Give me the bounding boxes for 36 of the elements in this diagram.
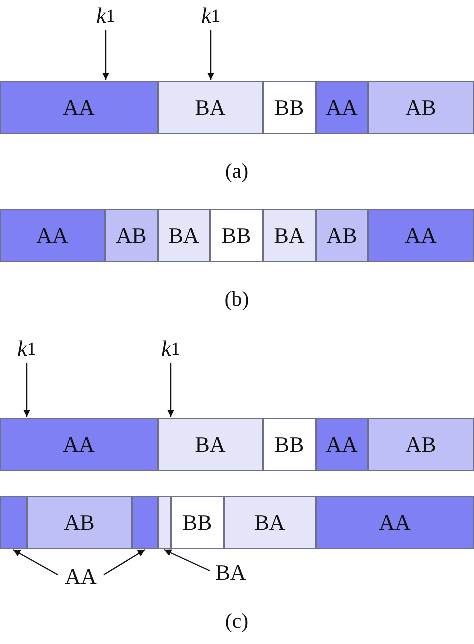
panel-caption: (b) [224, 287, 250, 312]
bar-segment [0, 496, 27, 549]
leader-arrow [13, 549, 58, 576]
panel-caption: (c) [224, 609, 250, 634]
bar-segment: BB [210, 209, 263, 262]
bar-segment: AB [316, 209, 368, 262]
leader-arrow [104, 549, 146, 576]
bar-segment: BA [224, 496, 316, 549]
bar-segment: BB [171, 496, 224, 549]
bar-segment: AA [0, 209, 105, 262]
bar-segment: BA [158, 81, 263, 134]
bar-segment: AB [368, 81, 474, 134]
bar-segment [132, 496, 158, 549]
arrow [102, 30, 110, 80]
leader-arrow [164, 549, 210, 572]
segment-label: AA [58, 562, 104, 592]
arrow [208, 30, 214, 80]
bar-segment: AA [368, 209, 474, 262]
bar-segment: AA [316, 496, 474, 549]
arrow [168, 363, 174, 417]
panel-caption: (a) [224, 159, 250, 184]
segment-label: BA [210, 558, 252, 588]
bar-segment [158, 496, 171, 549]
bar-segment: BA [158, 209, 210, 262]
bar-segment: AB [105, 209, 158, 262]
bar-segment: AA [0, 81, 158, 134]
bar-segment: AA [0, 418, 158, 471]
arrow [24, 363, 30, 417]
bar-segment: BB [263, 418, 316, 471]
bar-segment: AB [27, 496, 132, 549]
bar-segment: AB [368, 418, 474, 471]
bar-segment: BB [263, 81, 316, 134]
bar-segment: AA [316, 418, 368, 471]
bar-segment: AA [316, 81, 368, 134]
bar-segment: BA [263, 209, 316, 262]
bar-segment: BA [158, 418, 263, 471]
